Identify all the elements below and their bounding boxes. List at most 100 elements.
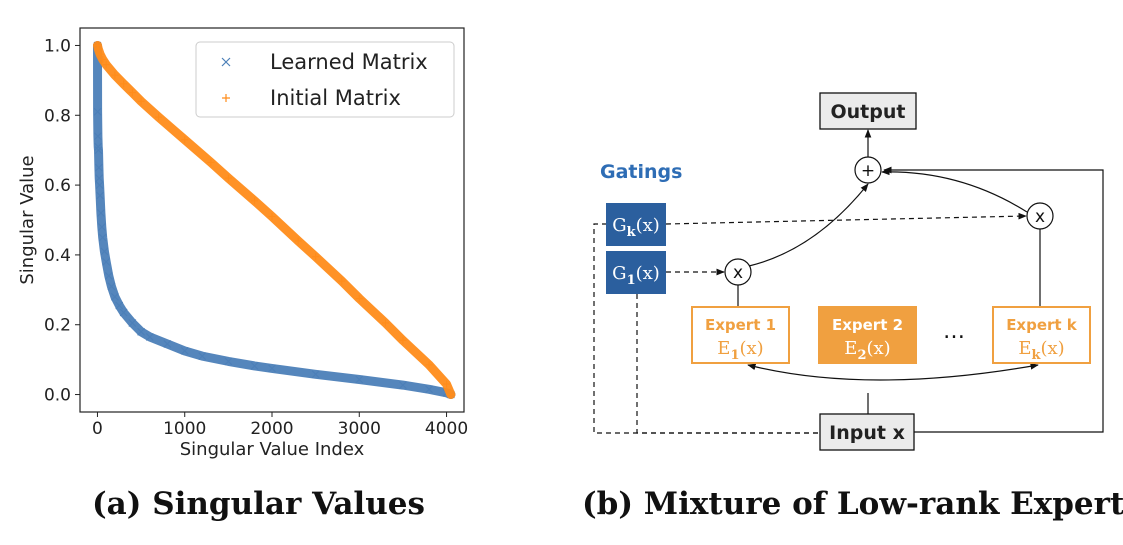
data-point <box>93 41 101 49</box>
gate-arg: (x) <box>636 215 660 236</box>
operator-circle <box>1026 202 1054 230</box>
data-point <box>94 132 102 141</box>
data-point <box>224 174 232 182</box>
edge-multk-to-plus <box>881 168 1028 213</box>
data-point <box>312 253 320 261</box>
data-point <box>381 319 389 327</box>
data-point <box>100 247 109 256</box>
expert-1: Expert 1E1(x) <box>691 306 790 364</box>
expert-arg: (x) <box>1040 338 1064 359</box>
data-point <box>93 107 102 116</box>
data-point <box>163 340 172 348</box>
edge-mult1-to-plus <box>748 183 869 267</box>
edge-gatek-to-multk <box>665 212 1027 225</box>
data-point <box>181 136 189 144</box>
data-point <box>355 375 364 384</box>
data-point <box>107 282 116 291</box>
expert-subscript: 2 <box>857 348 866 363</box>
data-point <box>97 223 106 231</box>
edge-input-to-gate1 <box>636 294 818 434</box>
expert-formula: Ek(x) <box>1018 338 1064 363</box>
caption-mixture-of-experts: (b) Mixture of Low-rank Experts <box>582 486 1123 522</box>
series-initial-matrix <box>93 41 456 399</box>
caption-singular-values: (a) Singular Values <box>92 486 425 522</box>
expert-base: E <box>717 338 730 359</box>
y-tick-label: 0.6 <box>44 176 71 196</box>
input-box <box>819 413 915 451</box>
gate-box <box>606 251 666 294</box>
y-tick-label: 1.0 <box>44 36 71 56</box>
x-tick-label: 2000 <box>250 419 293 439</box>
expert-arg: (x) <box>739 338 763 359</box>
data-point <box>224 357 233 366</box>
expert-title: Expert k <box>1006 316 1078 334</box>
gate-subscript: 1 <box>627 273 636 288</box>
x-tick-label: 1000 <box>163 419 206 439</box>
data-point <box>294 237 302 245</box>
operator-symbol: x <box>733 263 743 283</box>
y-tick-label: 0.4 <box>44 246 71 266</box>
data-point <box>443 380 451 388</box>
output-label: Output <box>831 101 906 123</box>
data-point <box>99 55 107 63</box>
data-point <box>268 364 276 373</box>
gate-formula: Gk(x) <box>612 215 660 240</box>
data-point <box>311 370 320 379</box>
data-point <box>250 362 259 370</box>
y-tick-label: 0.8 <box>44 106 71 126</box>
expert-title: Expert 2 <box>832 316 903 334</box>
x-tick-label: 4000 <box>425 419 468 439</box>
input-node: Input x <box>819 413 915 451</box>
data-point <box>98 233 107 242</box>
data-point <box>119 308 128 317</box>
data-point <box>94 142 103 151</box>
data-point <box>102 258 111 266</box>
x-axis-label: Singular Value Index <box>180 439 365 460</box>
gatings-label: Gatings <box>600 161 682 183</box>
legend-label: Initial Matrix <box>270 86 401 110</box>
data-point <box>399 381 407 390</box>
data-point <box>355 295 363 303</box>
legend-marker <box>221 57 231 67</box>
data-point <box>102 61 110 69</box>
data-point <box>447 391 455 399</box>
expert-k: Expert k Ek(x) <box>992 306 1091 364</box>
edge-input-to-experts <box>747 363 1039 381</box>
series-band <box>93 41 456 399</box>
y-axis-label: Singular Value <box>17 155 38 284</box>
data-point <box>120 80 128 88</box>
data-point <box>251 197 259 205</box>
multiply-operator-k: x <box>1026 202 1054 230</box>
x-tick-label: 3000 <box>338 419 381 439</box>
expert-base: E <box>844 338 857 359</box>
edge-input-residual <box>883 166 1104 433</box>
data-point <box>115 301 124 310</box>
gate-base: G <box>612 215 626 236</box>
legend-label: Learned Matrix <box>270 50 428 74</box>
expert-ellipsis: … <box>943 319 965 344</box>
data-point <box>96 191 104 200</box>
gate-1: G1(x) <box>606 251 666 294</box>
operator-circle <box>724 258 752 286</box>
data-point <box>94 45 102 53</box>
expert-box <box>691 306 790 364</box>
data-point <box>94 163 103 172</box>
data-point <box>145 333 154 341</box>
operator-symbol: + <box>861 161 875 181</box>
y-tick-label: 0.2 <box>44 316 71 336</box>
data-point <box>425 385 433 394</box>
data-point <box>111 292 119 301</box>
data-point <box>399 336 407 344</box>
gate-subscript: k <box>627 225 637 240</box>
data-point <box>137 327 145 336</box>
data-point <box>198 352 207 361</box>
series-learned-matrix <box>93 41 456 399</box>
data-point <box>128 319 137 327</box>
expert-2: Expert 2E2(x) <box>818 306 917 364</box>
data-point <box>137 97 145 105</box>
expert-box <box>818 306 917 364</box>
y-tick-label: 0.0 <box>44 386 71 406</box>
